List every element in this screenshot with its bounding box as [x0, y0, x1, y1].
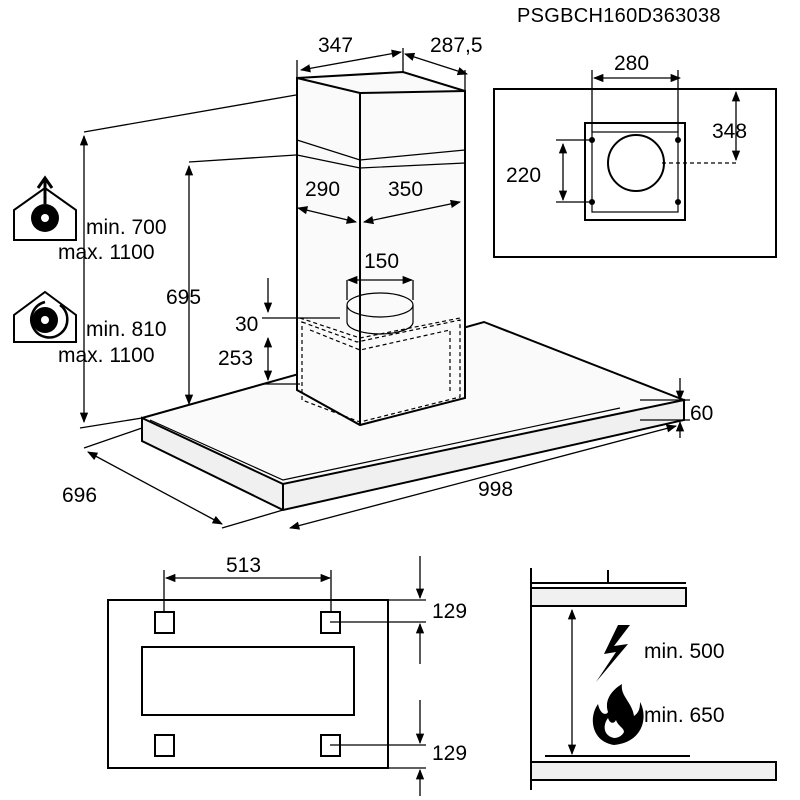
dim-bottom-margin-label: 129 [432, 742, 467, 765]
dim-canopy-thickness-label: 60 [690, 402, 713, 425]
recirculation-mode-icon [13, 290, 77, 343]
dim-duct-offset-label: 30 [235, 313, 258, 336]
dim-inner-width-label: 290 [305, 178, 340, 201]
dim-duct-label: 150 [364, 250, 399, 273]
dim-canopy-depth-label: 696 [62, 484, 97, 507]
dim-chimney-depth-label: 287,5 [430, 34, 483, 57]
chimney [296, 70, 466, 427]
extraction-min-label: min. 700 [86, 216, 167, 239]
dim-inner-depth-label: 350 [388, 178, 423, 201]
extraction-mode-icon [13, 175, 77, 241]
recirculation-min-label: min. 810 [86, 318, 167, 341]
dim-canopy-width [288, 424, 678, 530]
dim-chimney-width-label: 347 [318, 34, 353, 57]
dim-top-margin-label: 129 [432, 600, 467, 623]
dim-hole-spacing-label: 513 [226, 554, 261, 577]
dim-inner-depth [362, 199, 462, 225]
recirculation-max-label: max. 1100 [58, 344, 155, 367]
clearance-electric-label: min. 500 [644, 640, 725, 663]
dim-chimney-height-label: 695 [166, 286, 201, 309]
bottom-view [107, 599, 389, 769]
dim-bracket-height-label: 220 [506, 164, 541, 187]
dim-canopy-width-label: 998 [478, 478, 513, 501]
model-code: PSGBCH160D363038 [517, 5, 721, 27]
dim-inner-width [296, 206, 358, 224]
flame-icon [592, 684, 644, 745]
ceiling-bracket-view [493, 88, 777, 258]
clearance-gas-label: min. 650 [644, 704, 725, 727]
dim-chimney-depth [404, 52, 468, 76]
dim-canopy-depth [87, 451, 223, 525]
dim-bracket-width-label: 280 [614, 52, 649, 75]
lightning-icon [596, 625, 630, 682]
dim-bracket-offset-label: 348 [712, 120, 747, 143]
extraction-max-label: max. 1100 [58, 241, 155, 264]
clearance-view [530, 568, 777, 790]
dim-filter-height-label: 253 [218, 347, 253, 370]
dim-chimney-width [299, 49, 403, 73]
